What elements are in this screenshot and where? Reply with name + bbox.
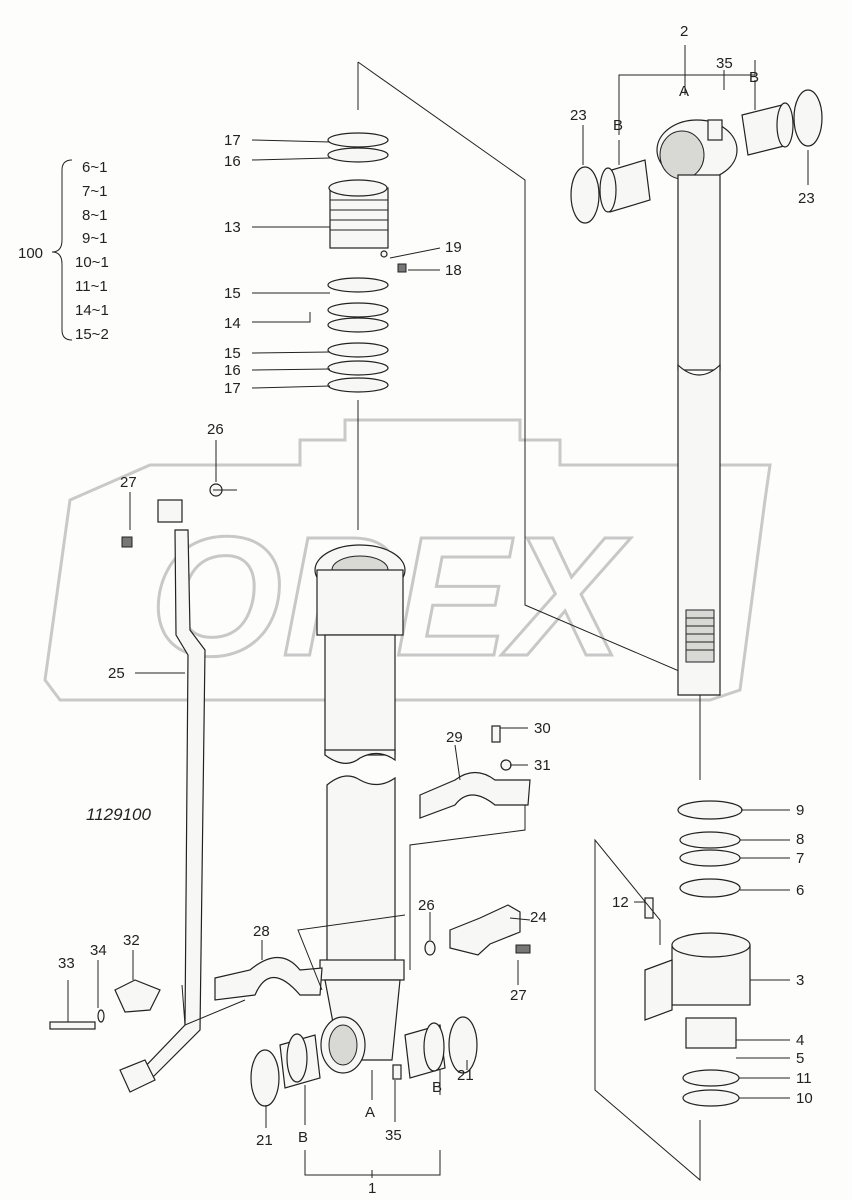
callout-B-bottom-right: B xyxy=(432,1079,442,1096)
callout-17-bottom: 17 xyxy=(224,380,241,397)
callout-5: 5 xyxy=(796,1050,804,1067)
callout-A-top: A xyxy=(679,83,689,100)
callout-18: 18 xyxy=(445,262,462,279)
leader-lines xyxy=(67,45,809,1182)
callout-B-bottom-left: B xyxy=(298,1129,308,1146)
callout-19: 19 xyxy=(445,239,462,256)
callout-25: 25 xyxy=(108,665,125,682)
kit-item-1: 6~1 xyxy=(82,159,107,176)
callout-10: 10 xyxy=(796,1090,813,1107)
callout-15-top: 15 xyxy=(224,285,241,302)
callout-6: 6 xyxy=(796,882,804,899)
callout-31: 31 xyxy=(534,757,551,774)
pipe-line xyxy=(119,483,223,1093)
callout-17-top: 17 xyxy=(224,132,241,149)
callout-28: 28 xyxy=(253,923,270,940)
callout-21-left: 21 xyxy=(256,1132,273,1149)
kit-number: 100 xyxy=(18,245,43,262)
callout-27-bottom: 27 xyxy=(510,987,527,1004)
callout-29: 29 xyxy=(446,729,463,746)
callout-35-bottom: 35 xyxy=(385,1127,402,1144)
kit-item-8: 15~2 xyxy=(75,326,109,343)
callout-15-bottom: 15 xyxy=(224,345,241,362)
kit-item-5: 10~1 xyxy=(75,254,109,271)
callout-33: 33 xyxy=(58,955,75,972)
callout-27-top: 27 xyxy=(120,474,137,491)
callout-35-top: 35 xyxy=(716,55,733,72)
kit-item-3: 8~1 xyxy=(82,207,107,224)
callout-32: 32 xyxy=(123,932,140,949)
callout-9: 9 xyxy=(796,802,804,819)
drawing-number: 1129100 xyxy=(86,805,151,824)
callout-30: 30 xyxy=(534,720,551,737)
callout-13: 13 xyxy=(224,219,241,236)
callout-26-bottom: 26 xyxy=(418,897,435,914)
watermark-gear xyxy=(43,418,772,702)
kit-item-7: 14~1 xyxy=(75,302,109,319)
callout-21-right: 21 xyxy=(457,1067,474,1084)
callout-B-top-left: B xyxy=(613,117,623,134)
bushings-top xyxy=(570,89,823,224)
cylinder-tube xyxy=(314,544,406,1074)
rod-eye xyxy=(656,119,738,696)
kit-item-2: 7~1 xyxy=(82,183,107,200)
bushings-bottom xyxy=(250,1016,478,1107)
rod-assembly-line xyxy=(357,61,701,780)
callout-16-top: 16 xyxy=(224,153,241,170)
callout-23-left: 23 xyxy=(570,107,587,124)
callout-26-top: 26 xyxy=(207,421,224,438)
callout-2: 2 xyxy=(680,23,688,40)
kit-item-6: 11~1 xyxy=(75,278,108,295)
callout-14: 14 xyxy=(224,315,241,332)
clamps-and-fittings xyxy=(49,725,531,1030)
callout-8: 8 xyxy=(796,831,804,848)
callout-4: 4 xyxy=(796,1032,804,1049)
callout-B-top-right: B xyxy=(749,69,759,86)
callout-11: 11 xyxy=(796,1070,812,1087)
callout-24: 24 xyxy=(530,909,547,926)
callout-16-bottom: 16 xyxy=(224,362,241,379)
kit-brace xyxy=(51,159,73,341)
callout-23-right: 23 xyxy=(798,190,815,207)
callout-7: 7 xyxy=(796,850,804,867)
piston-stack xyxy=(327,132,407,393)
cylinder-head xyxy=(644,800,751,1107)
callout-34: 34 xyxy=(90,942,107,959)
callout-A-bottom: A xyxy=(365,1104,375,1121)
kit-item-4: 9~1 xyxy=(82,230,107,247)
callout-12: 12 xyxy=(612,894,629,911)
callout-1: 1 xyxy=(368,1180,376,1197)
callout-3: 3 xyxy=(796,972,804,989)
